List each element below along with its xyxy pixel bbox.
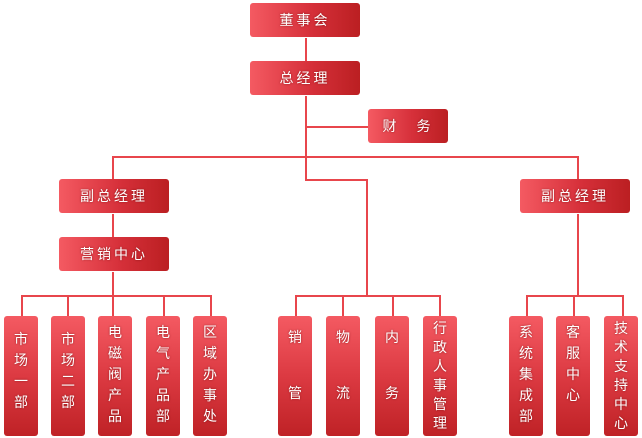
dept-market-1-label: 市场一部 bbox=[14, 332, 28, 411]
node-marketing-center-label: 营销中心 bbox=[80, 247, 148, 263]
dept-regional-office: 区域办事处 bbox=[193, 316, 227, 436]
connector-middle-d3 bbox=[392, 295, 394, 317]
node-vp-right: 副总经理 bbox=[520, 179, 630, 213]
node-vp-left-label: 副总经理 bbox=[80, 189, 148, 205]
dept-sales-management-top: 销 bbox=[288, 330, 302, 346]
dept-market-2-label: 市场二部 bbox=[61, 332, 75, 411]
dept-system-integration-label: 系统集成部 bbox=[519, 325, 533, 425]
connector-left-d5 bbox=[210, 295, 212, 317]
connector-left-d2 bbox=[67, 295, 69, 317]
dept-admin-hr: 行政人事管理 bbox=[423, 316, 457, 436]
dept-regional-office-label: 区域办事处 bbox=[203, 325, 217, 425]
node-board: 董事会 bbox=[250, 3, 360, 37]
dept-tech-support-label: 技术支持中心 bbox=[614, 321, 628, 432]
dept-solenoid-valve-label: 电磁阀产品 bbox=[108, 325, 122, 425]
dept-logistics-top: 物 bbox=[336, 330, 350, 346]
dept-internal-affairs-top: 内 bbox=[385, 330, 399, 346]
node-vp-right-label: 副总经理 bbox=[541, 189, 609, 205]
connector-right-d1 bbox=[526, 295, 528, 317]
connector-middle-jog bbox=[305, 179, 368, 181]
dept-solenoid-valve: 电磁阀产品 bbox=[98, 316, 132, 436]
connector-left-bus bbox=[21, 295, 212, 297]
connector-finance bbox=[305, 126, 369, 128]
node-general-manager: 总经理 bbox=[250, 61, 360, 95]
connector-middle-bus bbox=[295, 295, 441, 297]
connector-left-vp-drop bbox=[112, 156, 114, 180]
dept-market-2: 市场二部 bbox=[51, 316, 85, 436]
dept-electrical-label: 电气产品部 bbox=[156, 325, 170, 425]
dept-system-integration: 系统集成部 bbox=[509, 316, 543, 436]
connector-middle-d4 bbox=[439, 295, 441, 317]
connector-right-d3 bbox=[622, 295, 624, 317]
connector-vp-bus bbox=[112, 156, 579, 158]
connector-right-bus bbox=[526, 295, 624, 297]
dept-tech-support: 技术支持中心 bbox=[604, 316, 638, 436]
node-board-label: 董事会 bbox=[279, 13, 331, 29]
connector-gm-trunk bbox=[305, 96, 307, 181]
connector-right-trunk bbox=[577, 214, 579, 296]
dept-internal-affairs: 内 务 bbox=[375, 316, 409, 436]
connector-middle-d2 bbox=[342, 295, 344, 317]
dept-market-1: 市场一部 bbox=[4, 316, 38, 436]
node-general-manager-label: 总经理 bbox=[279, 71, 331, 87]
connector-marketing-drop bbox=[112, 272, 114, 296]
dept-admin-hr-label: 行政人事管理 bbox=[433, 321, 447, 432]
connector-left-d1 bbox=[21, 295, 23, 317]
connector-left-d3 bbox=[112, 295, 114, 317]
connector-right-vp-drop bbox=[577, 156, 579, 180]
connector-middle-d1 bbox=[295, 295, 297, 317]
dept-customer-service: 客服中心 bbox=[556, 316, 590, 436]
node-finance-label: 财 务 bbox=[382, 119, 434, 135]
dept-sales-management: 销 管 bbox=[278, 316, 312, 436]
node-finance: 财 务 bbox=[368, 109, 448, 143]
connector-middle-drop bbox=[366, 179, 368, 295]
connector-vp-marketing bbox=[112, 214, 114, 238]
dept-electrical: 电气产品部 bbox=[146, 316, 180, 436]
node-vp-left: 副总经理 bbox=[59, 179, 169, 213]
dept-sales-management-bottom: 管 bbox=[288, 386, 302, 402]
connector-right-d2 bbox=[573, 295, 575, 317]
dept-customer-service-label: 客服中心 bbox=[566, 325, 580, 404]
dept-logistics: 物 流 bbox=[326, 316, 360, 436]
node-marketing-center: 营销中心 bbox=[59, 237, 169, 271]
connector-left-d4 bbox=[163, 295, 165, 317]
dept-internal-affairs-bottom: 务 bbox=[385, 386, 399, 402]
connector-board-gm bbox=[305, 38, 307, 62]
dept-logistics-bottom: 流 bbox=[336, 386, 350, 402]
